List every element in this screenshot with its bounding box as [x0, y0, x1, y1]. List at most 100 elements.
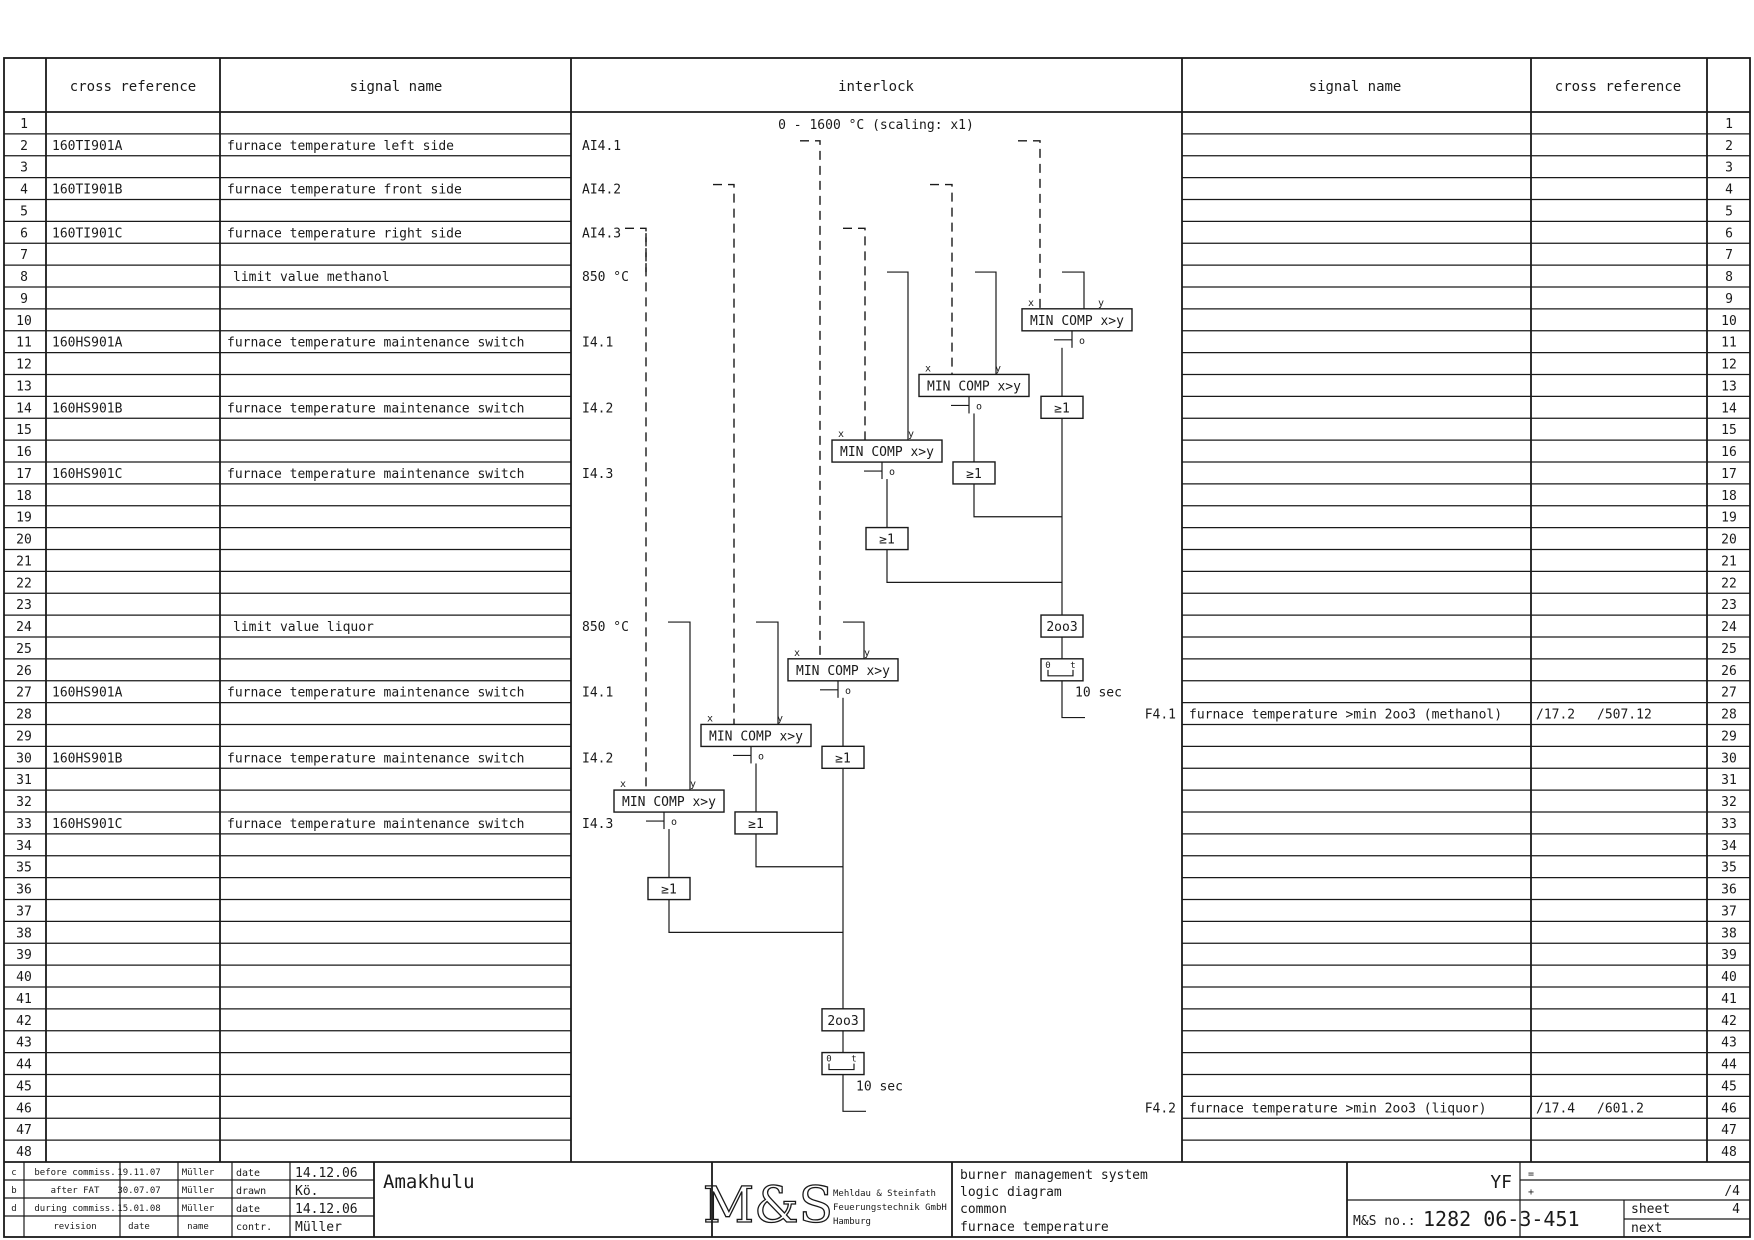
min-comp-block — [787, 658, 899, 682]
sign-label: contr. — [236, 1222, 272, 1233]
revision-name: Müller — [182, 1186, 215, 1196]
or-gate-label: ≥1 — [748, 817, 764, 832]
col-name-label: name — [187, 1222, 209, 1232]
comp-input-y-label: y — [1098, 298, 1104, 309]
revision-date: 19.11.07 — [117, 1168, 160, 1178]
row-number: 4 — [20, 183, 28, 198]
revision-index: b — [11, 1186, 16, 1196]
wire — [755, 833, 843, 868]
sign-label: date — [236, 1168, 260, 1179]
row-number: 15 — [16, 423, 32, 438]
analog-input-wire — [1018, 140, 1041, 309]
row-number: 25 — [16, 642, 32, 657]
row-number: 3 — [20, 161, 28, 176]
analog-input-wire — [800, 140, 821, 659]
comp-output-label: o — [671, 817, 677, 828]
row-number: 5 — [20, 204, 28, 219]
row-number: 24 — [1721, 620, 1737, 635]
row-number: 10 — [16, 314, 32, 329]
cross-reference: /507.12 — [1597, 708, 1652, 723]
header-cross-reference-left: cross reference — [70, 79, 196, 95]
row-number: 42 — [16, 1014, 32, 1029]
limit-value-wire — [1062, 271, 1085, 309]
min-comp-label: MIN COMP x>y — [927, 379, 1021, 394]
next-label: next — [1631, 1221, 1662, 1236]
row-number: 44 — [16, 1058, 32, 1073]
row-number: 5 — [1725, 204, 1733, 219]
row-number: 45 — [1721, 1079, 1737, 1094]
description-line: common — [960, 1202, 1007, 1217]
io-address: 850 °C — [582, 270, 629, 285]
sign-label: drawn — [236, 1186, 266, 1197]
row-number: 9 — [20, 292, 28, 307]
row-number: 36 — [1721, 883, 1737, 898]
row-number: 41 — [1721, 992, 1737, 1007]
io-address: I4.2 — [582, 401, 613, 416]
row-number: 40 — [16, 970, 32, 985]
signal-name: furnace temperature front side — [227, 183, 462, 198]
row-number: 17 — [1721, 467, 1737, 482]
revision-text: during commiss. — [34, 1204, 115, 1214]
row-number: 14 — [16, 401, 32, 416]
row-number: 6 — [20, 226, 28, 241]
company-name-line: Mehldau & Steinfath — [833, 1189, 936, 1199]
signal-name: furnace temperature maintenance switch — [227, 467, 524, 482]
row-number: 24 — [16, 620, 32, 635]
row-number: 8 — [1725, 270, 1733, 285]
signal-name: furnace temperature maintenance switch — [227, 817, 524, 832]
company-name-line: Hamburg — [833, 1217, 871, 1227]
revision-date: 15.01.08 — [117, 1204, 160, 1214]
row-number: 2 — [1725, 139, 1733, 154]
io-address: I4.2 — [582, 751, 613, 766]
row-number: 2 — [20, 139, 28, 154]
plant-code: YF — [1490, 1172, 1512, 1193]
row-number: 7 — [1725, 248, 1733, 263]
row-number: 34 — [16, 839, 32, 854]
row-number: 18 — [1721, 489, 1737, 504]
io-address: I4.3 — [582, 817, 613, 832]
row-number: 37 — [1721, 904, 1737, 919]
output-address: F4.2 — [1145, 1101, 1176, 1116]
limit-value-wire — [756, 621, 779, 725]
row-number: 18 — [16, 489, 32, 504]
row-number: 44 — [1721, 1058, 1737, 1073]
sheet-label: sheet — [1631, 1202, 1670, 1217]
company-name-line: Feuerungstechnik GmbH — [833, 1203, 947, 1213]
comp-input-x-label: x — [1028, 298, 1034, 309]
signal-name: furnace temperature maintenance switch — [227, 336, 524, 351]
row-number: 35 — [1721, 861, 1737, 876]
row-number: 23 — [16, 598, 32, 613]
output-address: F4.1 — [1145, 708, 1176, 723]
row-number: 29 — [16, 729, 32, 744]
row-number: 38 — [16, 926, 32, 941]
row-number: 31 — [1721, 773, 1737, 788]
min-comp-label: MIN COMP x>y — [840, 445, 934, 460]
cross-reference: /17.4 — [1536, 1101, 1575, 1116]
comp-input-y-label: y — [777, 713, 783, 724]
analog-input-wire — [625, 227, 647, 791]
wire — [668, 899, 843, 933]
row-number: 8 — [20, 270, 28, 285]
min-comp-label: MIN COMP x>y — [796, 664, 890, 679]
row-number: 38 — [1721, 926, 1737, 941]
cross-reference: /17.2 — [1536, 708, 1575, 723]
comp-input-y-label: y — [908, 429, 914, 440]
output-signal-name: furnace temperature >min 2oo3 (methanol) — [1189, 708, 1502, 723]
timer-t-label: t — [1070, 661, 1075, 671]
row-number: 30 — [16, 751, 32, 766]
output-signal-name: furnace temperature >min 2oo3 (liquor) — [1189, 1101, 1486, 1116]
header-signal-name-right: signal name — [1309, 79, 1402, 95]
wire — [886, 549, 1062, 583]
row-number: 33 — [16, 817, 32, 832]
row-number: 4 — [1725, 183, 1733, 198]
row-number: 33 — [1721, 817, 1737, 832]
revision-index: c — [11, 1168, 16, 1178]
row-number: 32 — [16, 795, 32, 810]
voting-2oo3-label: 2oo3 — [1046, 620, 1077, 635]
revision-text: after FAT — [51, 1186, 100, 1196]
cross-reference: 160HS901C — [52, 467, 122, 482]
row-number: 19 — [1721, 511, 1737, 526]
row-number: 26 — [1721, 664, 1737, 679]
ms-number-label: M&S no.: — [1353, 1214, 1416, 1229]
comp-input-y-label: y — [995, 363, 1001, 374]
